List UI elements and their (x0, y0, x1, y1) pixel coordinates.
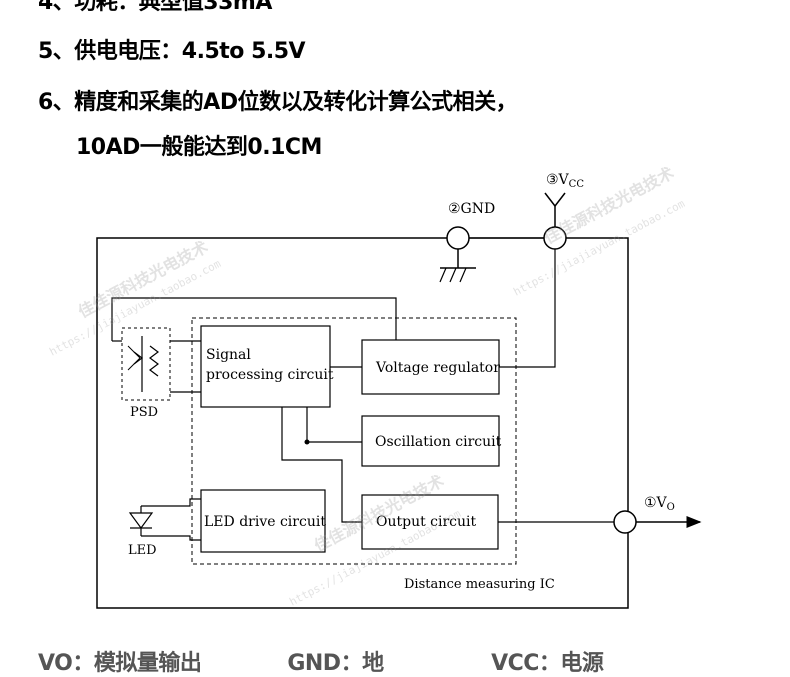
gnd-label: ②GND (448, 201, 495, 217)
signal-processing-block (200, 325, 331, 408)
voltage-regulator-label: Voltage regulator (375, 360, 500, 376)
oscillation-label: Oscillation circuit (375, 434, 502, 450)
spec-supply-voltage: 5、供电电压：4.5to 5.5V (38, 39, 306, 64)
vcc-label: ③VCC (546, 172, 584, 190)
pin-legend-line: VO：模拟量输出 GND：地 VCC：电源 (38, 651, 604, 676)
signal-processing-label-2: processing circuit (206, 367, 334, 383)
ic-label: Distance measuring IC (404, 577, 555, 592)
junction-dot (304, 439, 310, 445)
psd-box (121, 327, 171, 401)
signal-processing-label-1: Signal (206, 347, 251, 363)
wiring (111, 237, 614, 541)
oscillation-block (361, 415, 500, 467)
vo-label: ①VO (644, 495, 675, 513)
psd-label: PSD (130, 405, 158, 420)
module-outline (96, 237, 629, 609)
output-label: Output circuit (376, 514, 477, 530)
block-diagram: Distance measuring IC ②GND ③VCC ①VO PSD (47, 163, 702, 609)
spec-accuracy: 6、精度和采集的AD位数以及转化计算公式相关， (38, 90, 518, 115)
psd-sensor-icon (127, 336, 159, 392)
led-icon (128, 506, 154, 536)
vo-pin (613, 510, 702, 534)
ic-boundary (191, 317, 517, 565)
led-drive-label: LED drive circuit (204, 514, 326, 530)
gnd-pin (439, 226, 476, 283)
spec-current-line: 4、功耗：典型值33mA (38, 0, 272, 15)
spec-accuracy-continued: 10AD一般能达到0.1CM (76, 135, 322, 160)
led-drive-block (200, 489, 326, 553)
led-label: LED (128, 543, 157, 558)
